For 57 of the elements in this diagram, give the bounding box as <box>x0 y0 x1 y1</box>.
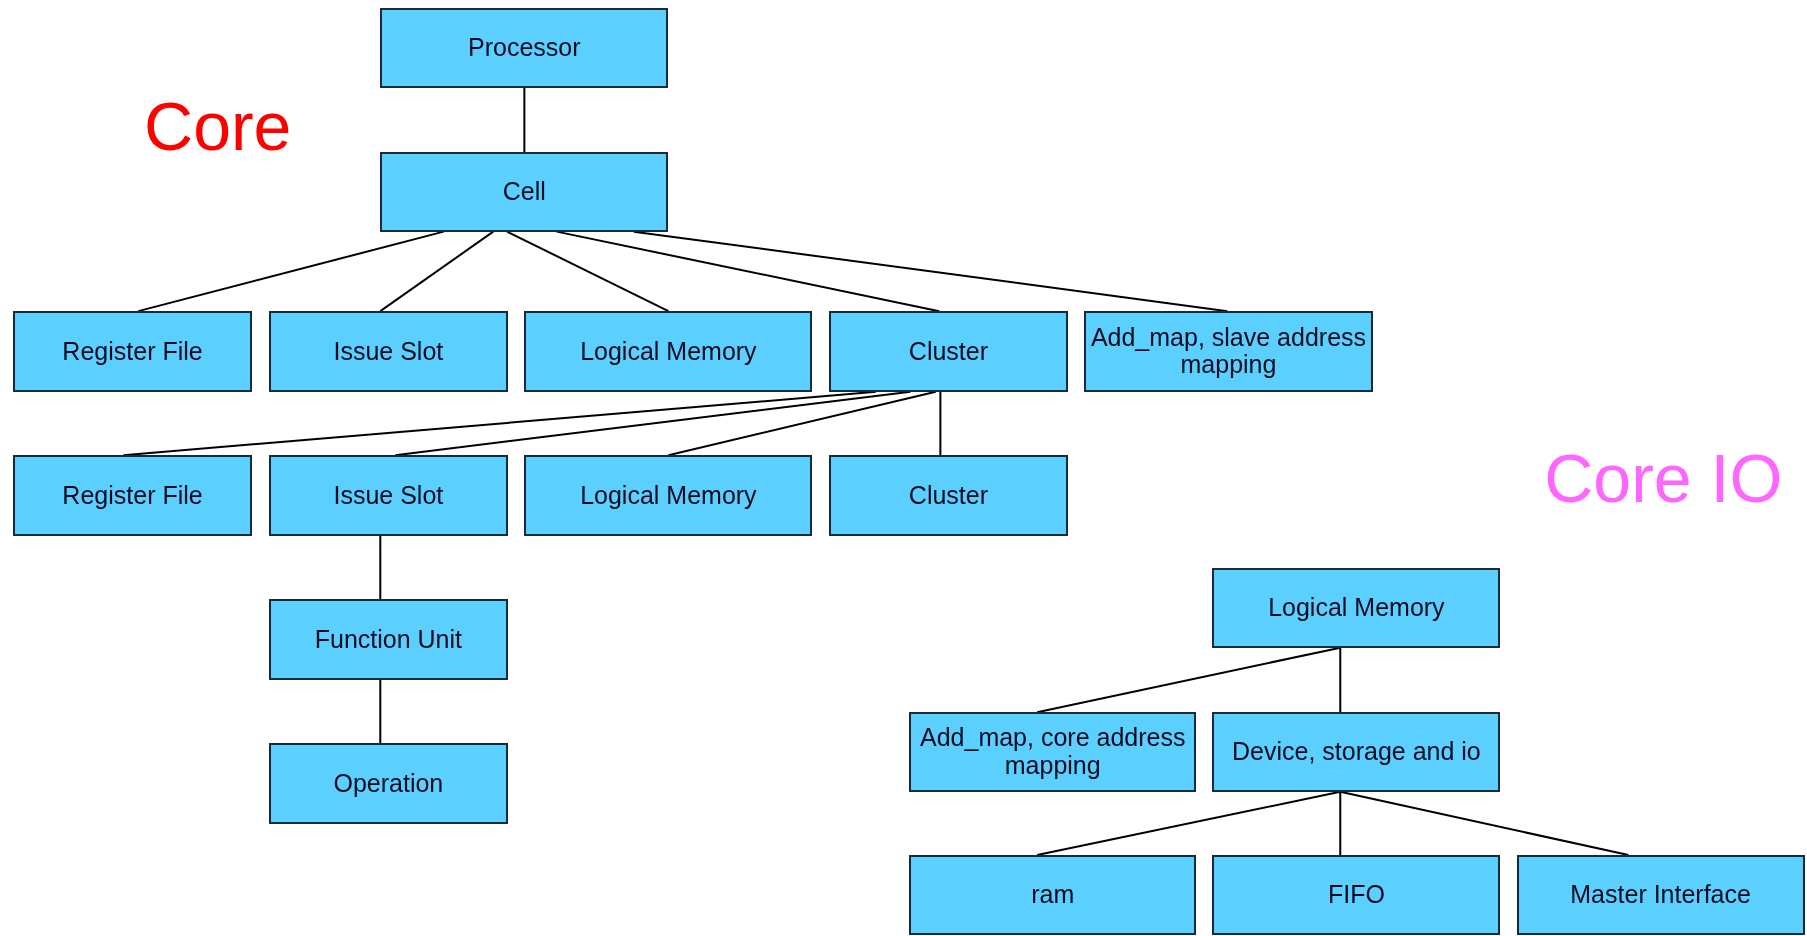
component-box <box>1212 568 1501 648</box>
component-box <box>1212 712 1501 792</box>
box-label: FIFO <box>1327 881 1385 909</box>
group-title: Core IO <box>1544 443 1783 512</box>
component-box <box>909 855 1197 935</box>
component-box <box>828 455 1069 536</box>
component-box <box>268 743 509 824</box>
component-box <box>828 311 1069 392</box>
connector-line <box>1339 790 1630 857</box>
component-box <box>524 311 813 392</box>
component-box <box>1516 855 1805 935</box>
connector-line <box>1036 646 1342 714</box>
connector-line <box>1339 790 1342 857</box>
box-label: Issue Slot <box>333 481 444 510</box>
component-box <box>12 455 253 536</box>
component-box <box>380 8 669 88</box>
box-label: Cluster <box>908 337 988 366</box>
group-title: Core <box>144 92 292 161</box>
component-box <box>1212 855 1501 935</box>
connector-line <box>137 230 445 313</box>
connector-line <box>394 390 912 457</box>
connector-line <box>506 230 670 313</box>
box-label: Processor <box>468 34 581 62</box>
connector-line <box>1339 646 1342 714</box>
box-label: Logical Memory <box>580 337 757 366</box>
connector-line <box>667 390 937 457</box>
box-label: Logical Memory <box>580 481 757 510</box>
connector-line <box>379 678 382 745</box>
component-box <box>909 712 1197 792</box>
box-label: Add_map, slave address mapping <box>1090 323 1367 379</box>
connector-line <box>939 390 942 457</box>
connector-line <box>555 230 941 313</box>
connector-line <box>122 390 877 457</box>
box-label: Cell <box>502 178 546 206</box>
connector-line <box>379 534 382 601</box>
component-box <box>268 599 509 680</box>
box-label: Cluster <box>908 481 988 510</box>
connector-line <box>379 230 495 313</box>
box-label: ram <box>1031 881 1075 909</box>
box-label: Register File <box>62 481 203 510</box>
component-box <box>1084 311 1373 392</box>
box-label: Device, storage and io <box>1232 738 1481 766</box>
component-box <box>524 455 813 536</box>
box-label: Add_map, core address mapping <box>919 724 1187 780</box>
component-box <box>380 152 669 232</box>
box-label: Logical Memory <box>1268 594 1445 622</box>
box-label: Master Interface <box>1570 881 1751 909</box>
box-label: Operation <box>333 769 444 798</box>
connector-line <box>1036 790 1342 857</box>
component-box <box>268 455 509 536</box>
connector-line <box>523 86 526 154</box>
box-label: Issue Slot <box>333 337 444 366</box>
component-box <box>268 311 509 392</box>
connector-line <box>632 230 1229 313</box>
box-label: Register File <box>62 337 203 366</box>
component-box <box>12 311 253 392</box>
box-label: Function Unit <box>314 625 462 654</box>
